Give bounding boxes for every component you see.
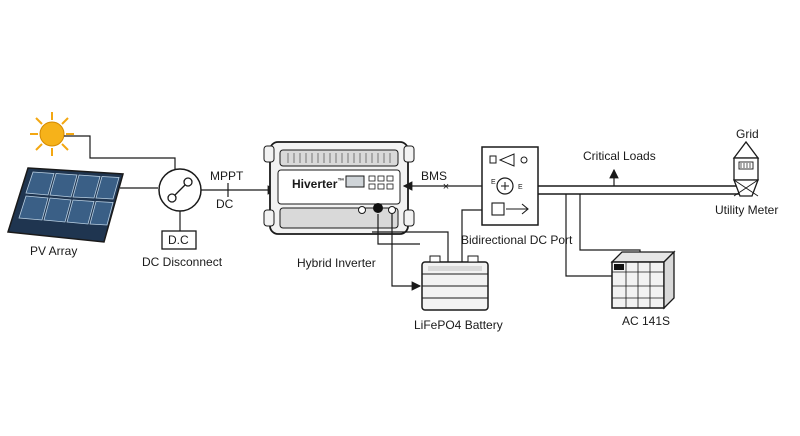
hybrid-inverter-label: Hybrid Inverter [297, 256, 376, 270]
svg-text:E: E [491, 179, 496, 186]
pv-array-panel [7, 167, 124, 243]
grid-label: Grid [736, 127, 759, 141]
dc-disconnect-label: DC Disconnect [142, 255, 223, 269]
dc-box [161, 230, 197, 250]
inverter-brand-label: Hiverter™ [292, 177, 345, 191]
utility-meter-label: Utility Meter [715, 203, 779, 217]
bidirectional-port-label: Bidirectional DC Port [461, 233, 573, 247]
battery-label: LiFePO4 Battery [414, 318, 503, 332]
dc-disconnect-switch [158, 168, 202, 212]
mppt-label: MPPT [210, 169, 244, 183]
critical-loads-label: Critical Loads [583, 149, 656, 163]
lifepo4-battery [421, 255, 489, 311]
dc-label: DC [216, 197, 234, 211]
ac-unit-label: AC 141S [622, 314, 671, 328]
utility-meter-grid [732, 140, 760, 197]
svg-text:×: × [443, 181, 449, 193]
pv-array-label: PV Array [30, 244, 78, 258]
hybrid-inverter-device [263, 141, 415, 235]
svg-text:E: E [518, 184, 523, 191]
dc-box-label: D.C [168, 233, 189, 247]
bms-label: BMS [421, 169, 448, 183]
bidirectional-dc-port: E E [481, 146, 539, 226]
ac-unit-cabinet [610, 250, 676, 310]
sun-icon [30, 112, 74, 156]
